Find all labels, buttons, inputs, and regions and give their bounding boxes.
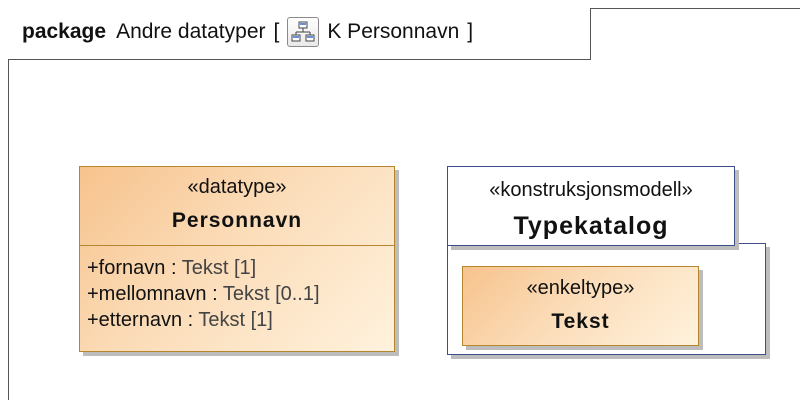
class-header: «datatype» Personnavn (80, 167, 394, 246)
class-name: Personnavn (171, 209, 303, 232)
class-stereotype: «datatype» (187, 176, 287, 198)
close-bracket: ] (467, 20, 474, 43)
attribute-type: Tekst [0..1] (222, 283, 320, 305)
attribute-row[interactable]: +mellomnavn : Tekst [0..1] (87, 281, 320, 307)
diagram-name: K Personnavn (327, 20, 460, 43)
attribute-separator: : (206, 283, 223, 305)
package-name: Andre datatyper (116, 20, 266, 43)
attribute-separator: : (182, 309, 199, 331)
package-name-label: Typekatalog (513, 212, 669, 240)
class-name: Tekst (551, 310, 610, 333)
attribute-row[interactable]: +fornavn : Tekst [1] (87, 255, 320, 281)
attribute-row[interactable]: +etternavn : Tekst [1] (87, 307, 320, 333)
class-diagram-icon (287, 17, 320, 47)
attribute-separator: : (165, 257, 182, 279)
class-personnavn[interactable]: «datatype» Personnavn +fornavn : Tekst [… (79, 166, 395, 352)
attribute-type: Tekst [1] (181, 257, 257, 279)
attribute-name: +fornavn (87, 257, 166, 279)
class-stereotype: «enkeltype» (526, 277, 635, 299)
package-stereotype: «konstruksjonsmodell» (489, 179, 693, 201)
attribute-name: +mellomnavn (87, 283, 207, 305)
package-typekatalog-tab[interactable]: «konstruksjonsmodell» Typekatalog (447, 166, 735, 246)
frame-title: package Andre datatyper [ K Personnavn ] (22, 17, 473, 47)
frame-keyword: package (22, 20, 107, 43)
attribute-list: +fornavn : Tekst [1] +mellomnavn : Tekst… (87, 255, 320, 333)
open-bracket: [ (273, 20, 280, 43)
class-tekst[interactable]: «enkeltype» Tekst (462, 266, 699, 346)
attribute-name: +etternavn (87, 309, 183, 331)
attribute-type: Tekst [1] (198, 309, 273, 331)
